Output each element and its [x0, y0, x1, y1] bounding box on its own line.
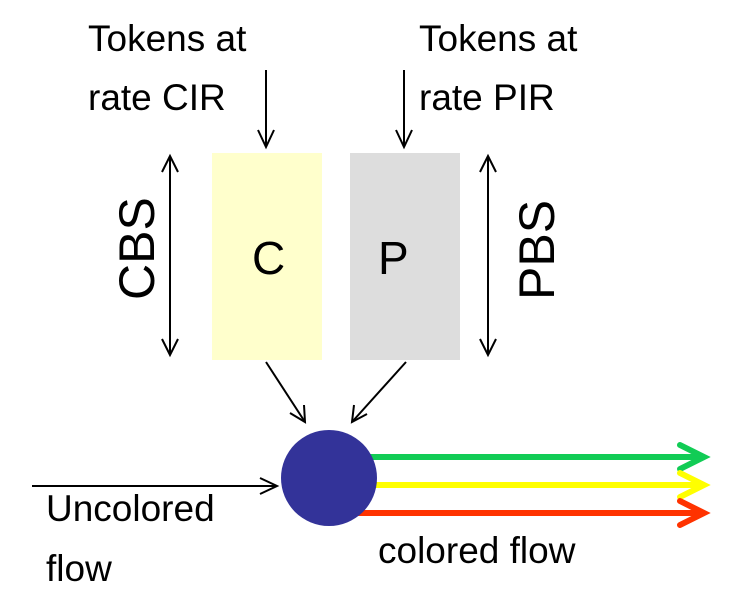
meter-circle [281, 430, 377, 526]
bucket-p [350, 153, 460, 360]
uncolored-flow-arrow [32, 477, 280, 495]
cir-tokens-line2: rate CIR [88, 77, 226, 118]
bucket-c [212, 153, 322, 360]
cbs-label: CBS [109, 197, 165, 300]
bucket-p-label: P [378, 232, 409, 284]
c-to-meter-arrow [265, 361, 307, 424]
uncolored-flow-line2: flow [46, 548, 112, 589]
cir-token-arrow [257, 70, 275, 150]
cbs-size-arrow [161, 153, 179, 358]
pbs-label: PBS [509, 199, 565, 300]
bucket-c-label: C [252, 232, 286, 284]
pir-tokens-line2: rate PIR [419, 77, 555, 118]
pbs-size-arrow [479, 153, 497, 358]
pir-tokens-line1: Tokens at [419, 18, 578, 59]
red-output-arrow [349, 498, 711, 528]
pir-token-arrow [395, 70, 413, 150]
cir-tokens-line1: Tokens at [88, 18, 247, 59]
yellow-output-arrow [349, 470, 711, 500]
p-to-meter-arrow [350, 361, 407, 424]
uncolored-flow-line1: Uncolored [46, 488, 215, 529]
colored-flow-label: colored flow [378, 530, 576, 571]
green-output-arrow [349, 442, 711, 472]
